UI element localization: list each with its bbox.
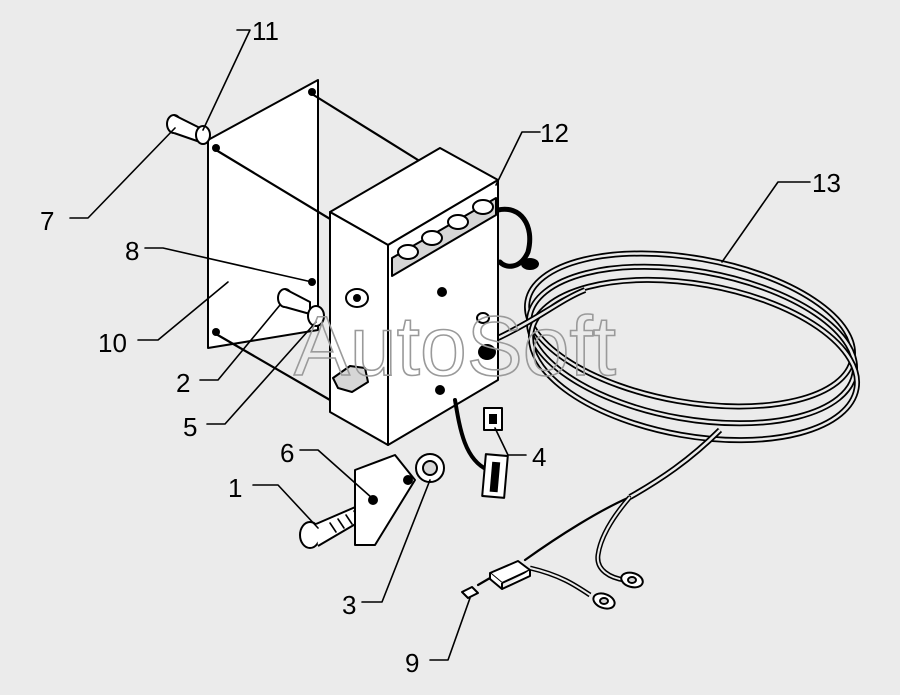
callout-7: 7 <box>40 206 54 236</box>
callout-10: 10 <box>98 328 127 358</box>
callout-8: 8 <box>125 236 139 266</box>
callout-13: 13 <box>812 168 841 198</box>
callout-1: 1 <box>228 473 242 503</box>
leader-lines <box>69 29 811 661</box>
callout-labels: 11 7 8 10 2 5 1 6 3 4 9 12 13 <box>40 16 841 678</box>
mounting-plate <box>207 79 420 402</box>
callout-5: 5 <box>183 412 197 442</box>
callout-6: 6 <box>280 438 294 468</box>
callout-2: 2 <box>176 368 190 398</box>
callout-11: 11 <box>252 16 279 46</box>
cable-coil <box>496 250 861 500</box>
wiring-harness <box>461 495 644 610</box>
watermark-logo: AutoSoft <box>294 299 616 393</box>
callout-9: 9 <box>405 648 419 678</box>
switch-box <box>329 147 539 446</box>
callout-3: 3 <box>342 590 356 620</box>
callout-4: 4 <box>532 442 546 472</box>
callout-12: 12 <box>540 118 569 148</box>
